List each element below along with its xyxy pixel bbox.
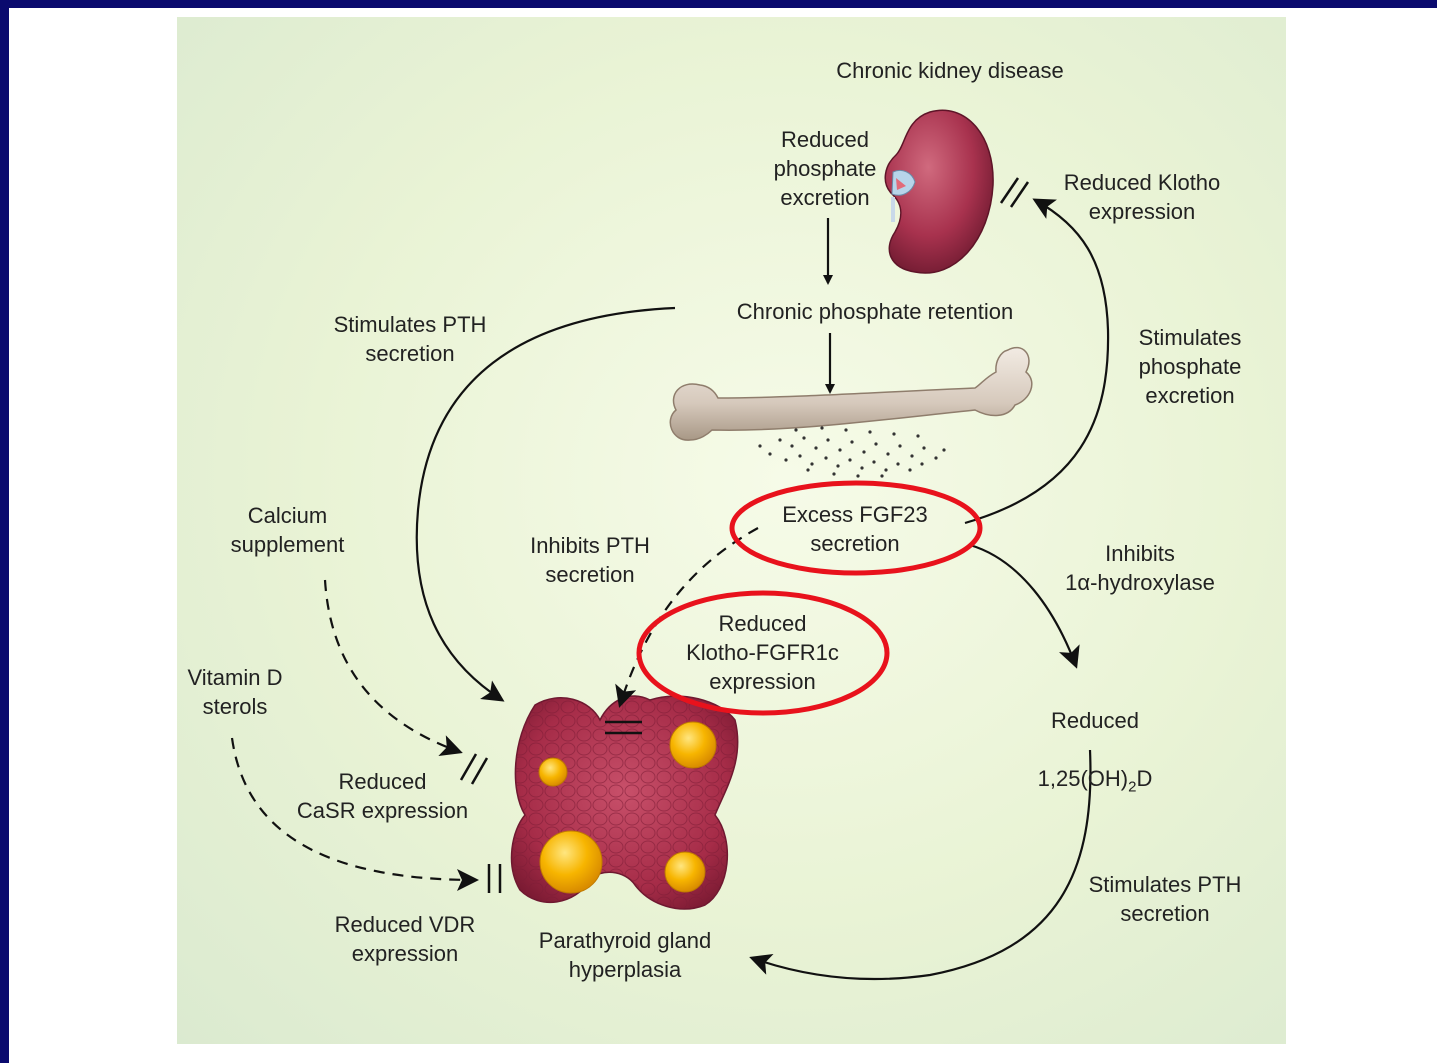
label-reduced-klotho: Reduced Klotho expression: [1032, 168, 1252, 226]
label-stimulates-phosphate-excretion: Stimulates phosphate excretion: [1095, 323, 1285, 410]
label-calcium-supplement: Calcium supplement: [200, 501, 375, 559]
femur-bone-icon: [670, 348, 1032, 478]
block-mark-klotho: [1001, 178, 1028, 207]
label-reduced-calcitriol-a: 1,25(OH): [1038, 766, 1128, 791]
label-stimulates-pth-right: Stimulates PTH secretion: [1050, 870, 1280, 928]
label-chronic-phosphate-retention: Chronic phosphate retention: [690, 297, 1060, 326]
label-reduced-casr: Reduced CaSR expression: [260, 767, 505, 825]
label-excess-fgf23: Excess FGF23 secretion: [740, 500, 970, 558]
arrow-calcium-supplement: [325, 580, 460, 752]
label-reduced-vdr: Reduced VDR expression: [300, 910, 510, 968]
label-inhibits-pth: Inhibits PTH secretion: [490, 531, 690, 589]
block-mark-vdr: [489, 864, 500, 893]
label-stimulates-pth-left: Stimulates PTH secretion: [295, 310, 525, 368]
label-reduced-calcitriol-b: D: [1136, 766, 1152, 791]
arrow-stimulates-phosphate-excretion: [965, 200, 1108, 523]
label-parathyroid-hyperplasia: Parathyroid gland hyperplasia: [500, 926, 750, 984]
label-ckd: Chronic kidney disease: [780, 56, 1120, 85]
label-reduced-phosphate-excretion: Reduced phosphate excretion: [720, 125, 930, 212]
label-inhibits-hydroxylase: Inhibits 1α-hydroxylase: [1025, 539, 1255, 597]
label-reduced-calcitriol-line1: Reduced: [1051, 708, 1139, 733]
parathyroid-gland-icon: [512, 696, 738, 909]
label-reduced-klotho-fgfr1c: Reduced Klotho-FGFR1c expression: [640, 609, 885, 696]
label-reduced-calcitriol: Reduced 1,25(OH)2D: [990, 677, 1200, 801]
label-vitamin-d: Vitamin D sterols: [170, 663, 300, 721]
